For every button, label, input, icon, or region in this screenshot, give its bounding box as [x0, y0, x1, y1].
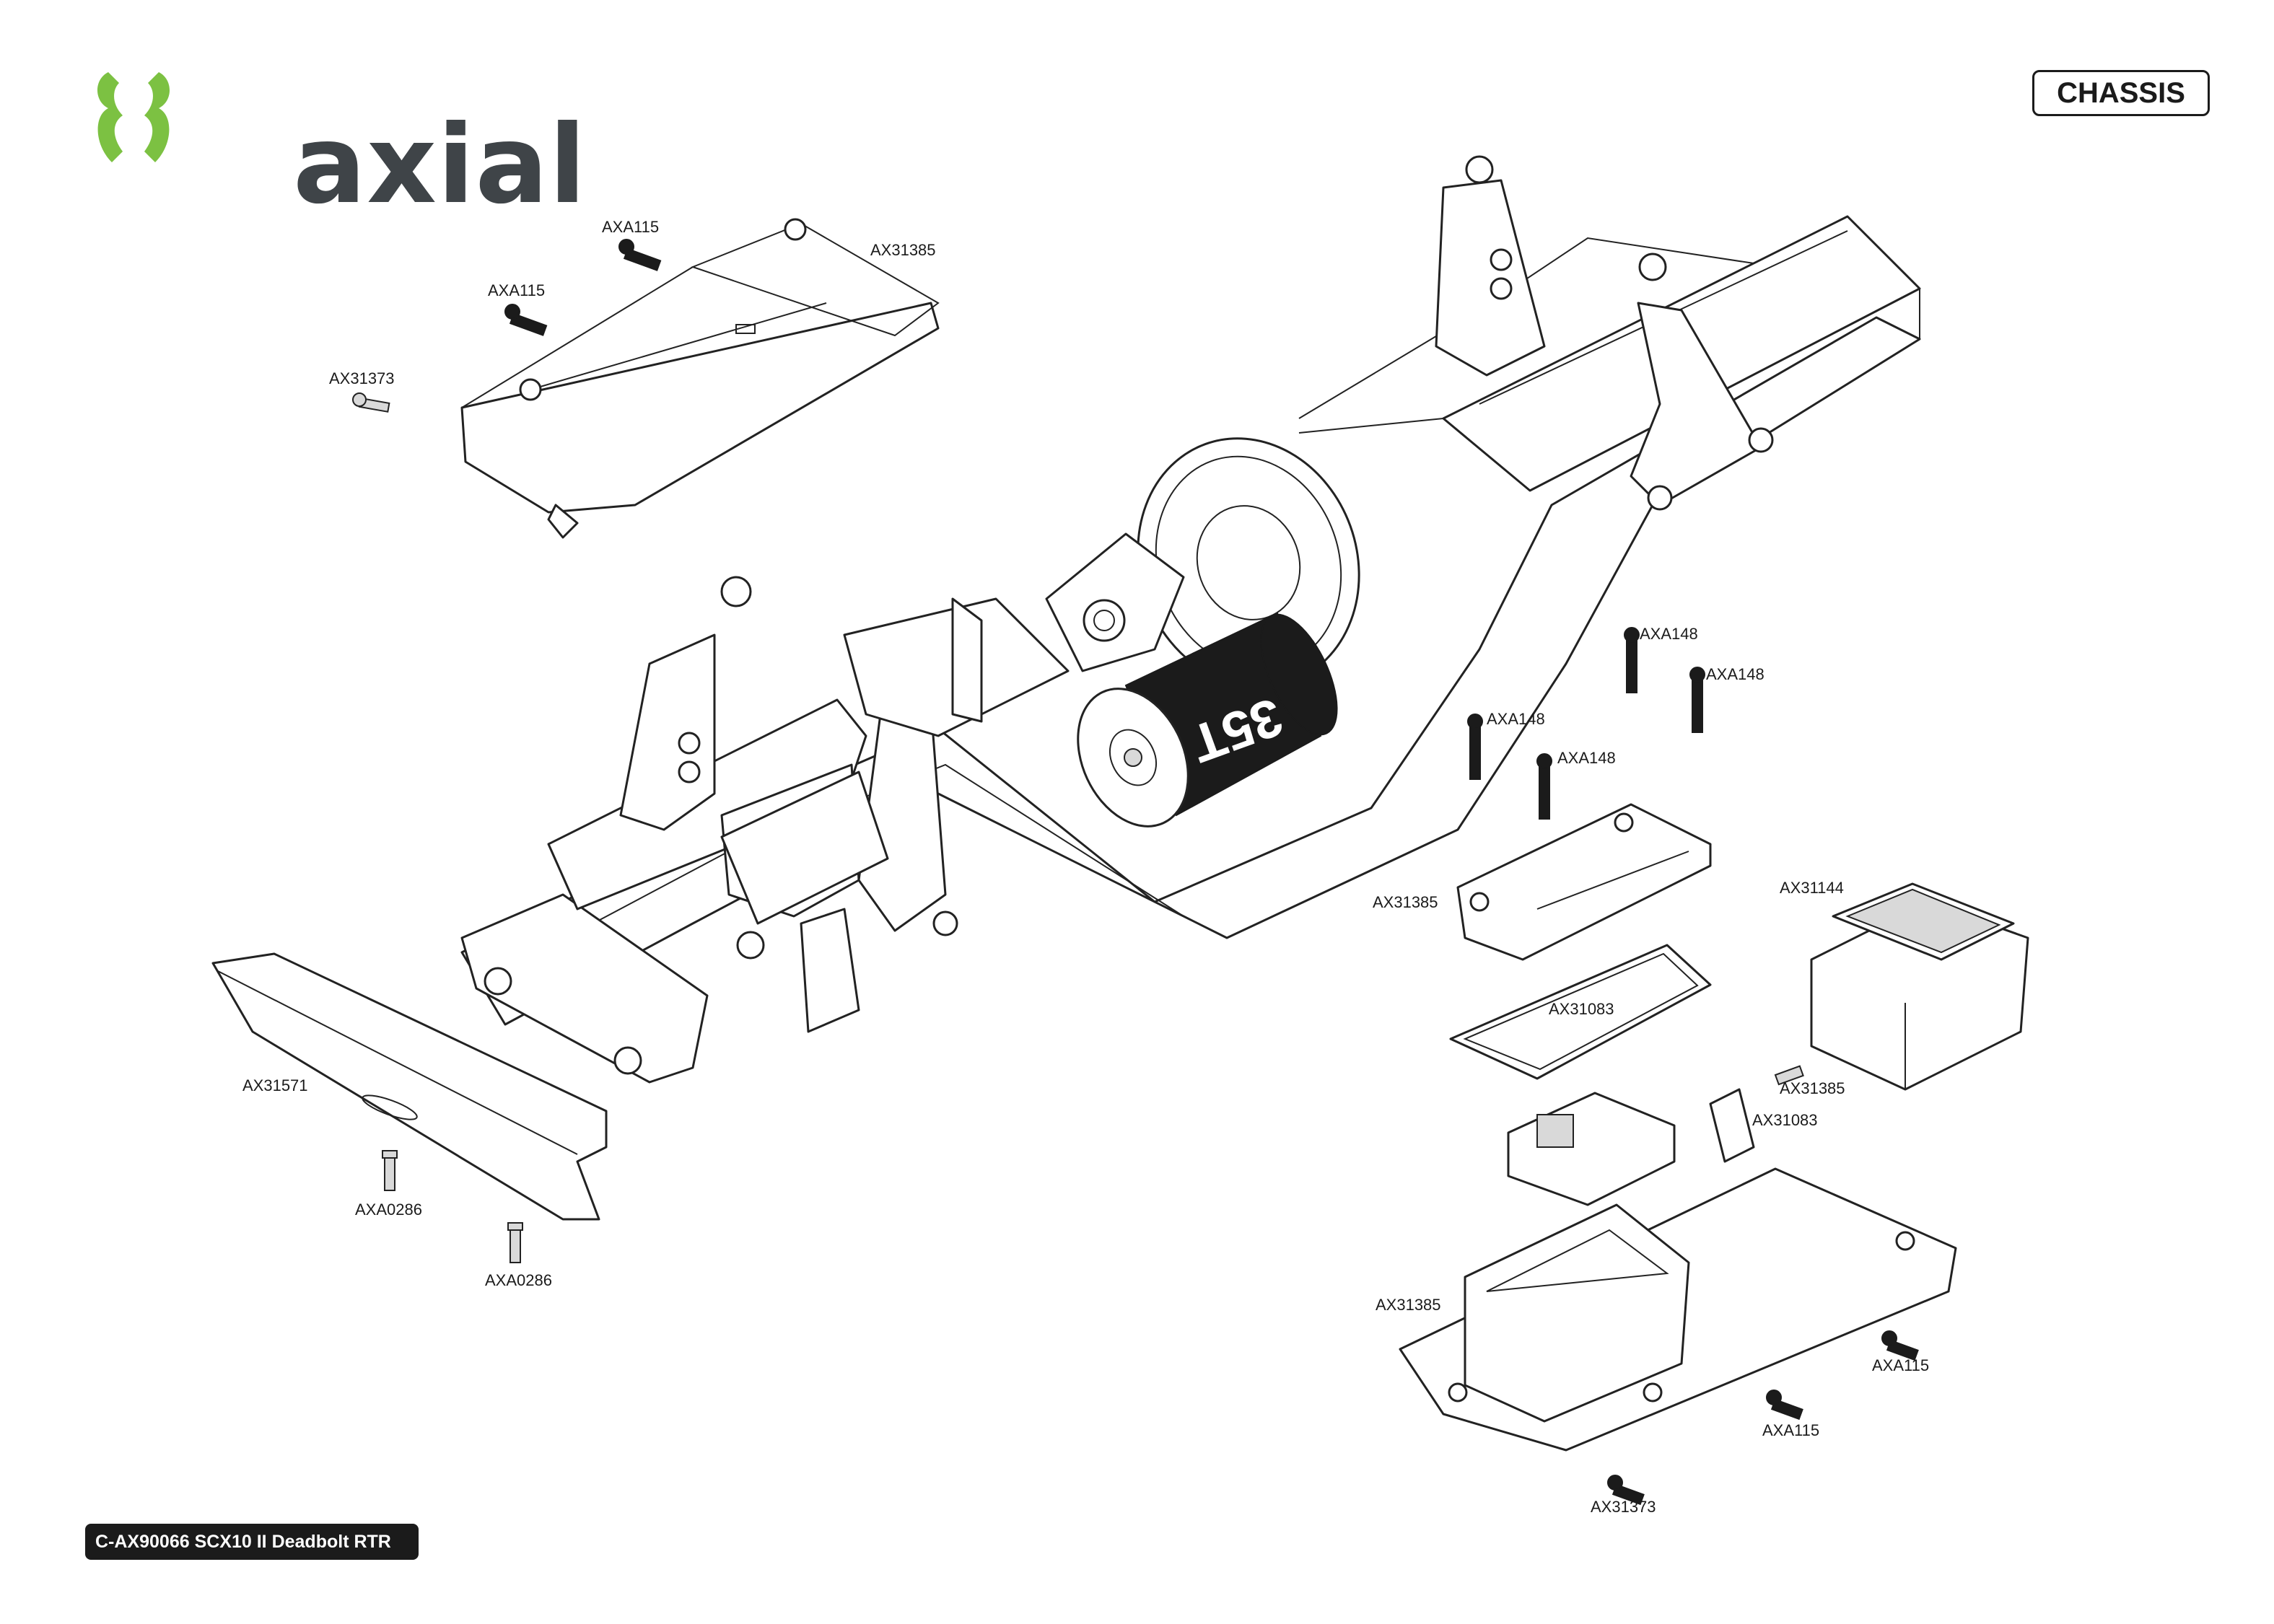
lower-electronics-tray [1399, 1167, 1957, 1452]
electronics-top-cover [1456, 803, 1712, 961]
brand-logo: axial [79, 65, 586, 219]
part-label: AX31144 [1780, 879, 1844, 897]
part-label: AXA148 [1706, 665, 1764, 683]
bumper-posts [382, 1150, 523, 1263]
part-label: AXA115 [1762, 1421, 1820, 1439]
esc-unit [1810, 882, 2029, 1091]
receiver-unit [1507, 1092, 1676, 1206]
part-label: AXA115 [488, 281, 546, 299]
servo-box [720, 597, 1070, 925]
part-label: AX31385 [1780, 1079, 1845, 1097]
upper-screws [352, 239, 662, 413]
section-badge: CHASSIS [2032, 70, 2210, 116]
part-label: AX31083 [1752, 1111, 1818, 1129]
part-label: AX31385 [1376, 1296, 1441, 1314]
rear-shock-towers [1435, 155, 1774, 511]
model-footer-label: C-AX90066 SCX10 II Deadbolt RTR [85, 1524, 419, 1560]
part-label: AXA148 [1640, 625, 1698, 643]
part-label: AXA148 [1487, 710, 1545, 728]
lower-screws [1607, 1330, 1919, 1506]
part-label: AXA0286 [485, 1271, 552, 1289]
brand-wordmark: axial [293, 102, 587, 228]
electronics-gasket [1449, 944, 1712, 1080]
part-label: AX31083 [1549, 1000, 1614, 1018]
small-clip [1774, 1065, 1804, 1086]
transmission-spur-gear [1045, 437, 1360, 688]
part-label: AXA0286 [355, 1201, 422, 1219]
part-label: AXA115 [1872, 1356, 1930, 1374]
part-label: AX31373 [1591, 1498, 1656, 1516]
part-label: AXA148 [1557, 749, 1616, 767]
upper-battery-plate [460, 218, 940, 539]
part-label: AX31385 [870, 241, 936, 259]
part-label: AX31385 [1373, 893, 1438, 911]
axa148-screws [1467, 627, 1705, 820]
axial-logo-icon [97, 72, 170, 162]
receiver-plug [1709, 1088, 1755, 1163]
part-label: AXA115 [602, 218, 660, 236]
front-bumper [211, 952, 608, 1221]
part-label: AX31571 [242, 1076, 308, 1094]
motor-can [1077, 612, 1338, 828]
part-label: AX31373 [329, 369, 395, 387]
